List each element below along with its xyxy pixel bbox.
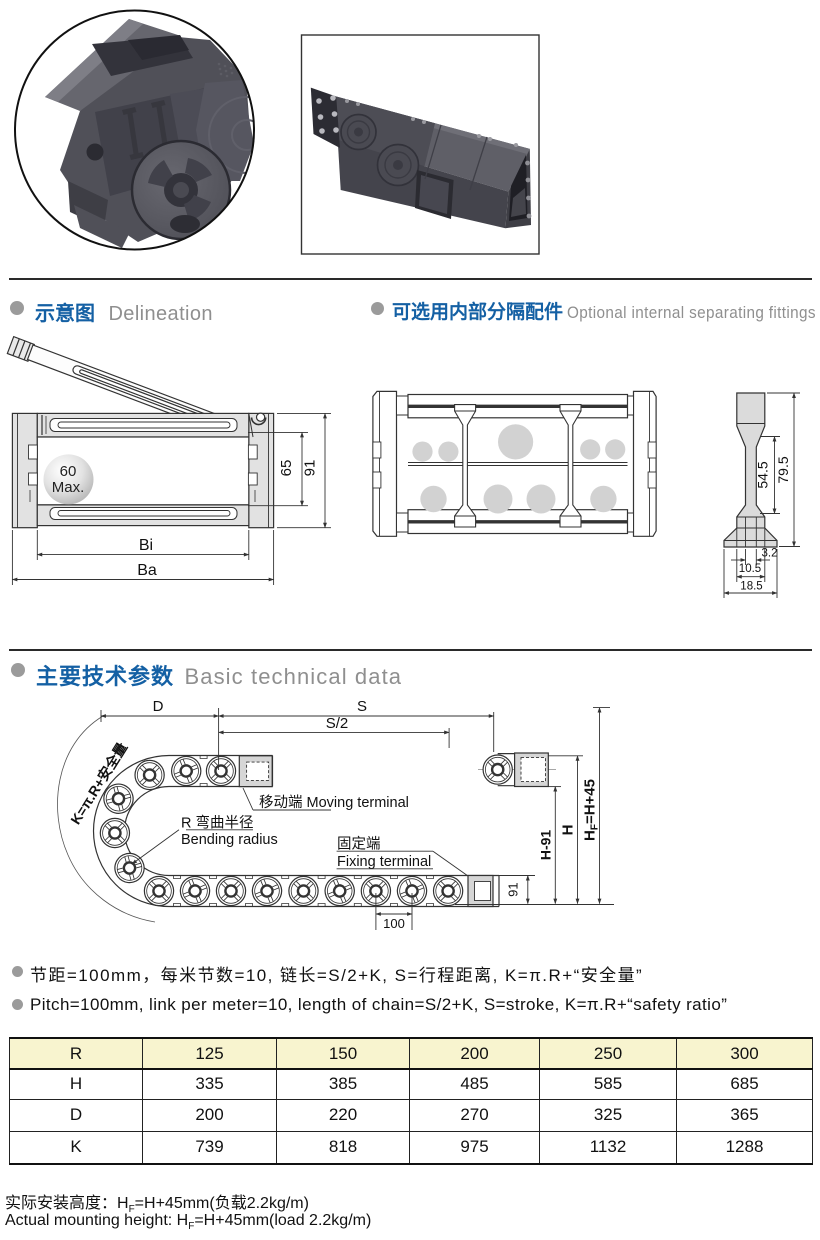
svg-text:91: 91 [302, 460, 319, 477]
svg-text:HF=H+45: HF=H+45 [582, 779, 601, 841]
svg-text:K=π.R+安全量: K=π.R+安全量 [67, 740, 130, 828]
svg-text:65: 65 [278, 460, 295, 477]
svg-text:Bi: Bi [139, 537, 153, 554]
svg-text:10.5: 10.5 [739, 563, 761, 575]
svg-text:Max.: Max. [52, 479, 85, 496]
svg-text:54.5: 54.5 [755, 461, 771, 488]
svg-text:Fixing terminal: Fixing terminal [337, 854, 431, 870]
svg-text:Bending radius: Bending radius [181, 832, 278, 848]
svg-text:固定端: 固定端 [337, 836, 381, 853]
svg-text:H-91: H-91 [538, 830, 554, 861]
svg-text:91: 91 [506, 882, 521, 896]
svg-text:60: 60 [60, 463, 77, 480]
svg-text:3.2: 3.2 [762, 547, 778, 559]
svg-text:H: H [560, 825, 577, 836]
svg-text:R 弯曲半径: R 弯曲半径 [181, 814, 254, 831]
svg-text:18.5: 18.5 [740, 580, 762, 592]
svg-text:S/2: S/2 [326, 715, 349, 732]
svg-text:移动端 Moving terminal: 移动端 Moving terminal [259, 794, 409, 811]
svg-text:Ba: Ba [137, 562, 157, 579]
svg-text:100: 100 [383, 916, 405, 931]
svg-text:79.5: 79.5 [775, 456, 791, 483]
svg-text:S: S [357, 698, 367, 715]
svg-text:D: D [153, 698, 164, 715]
